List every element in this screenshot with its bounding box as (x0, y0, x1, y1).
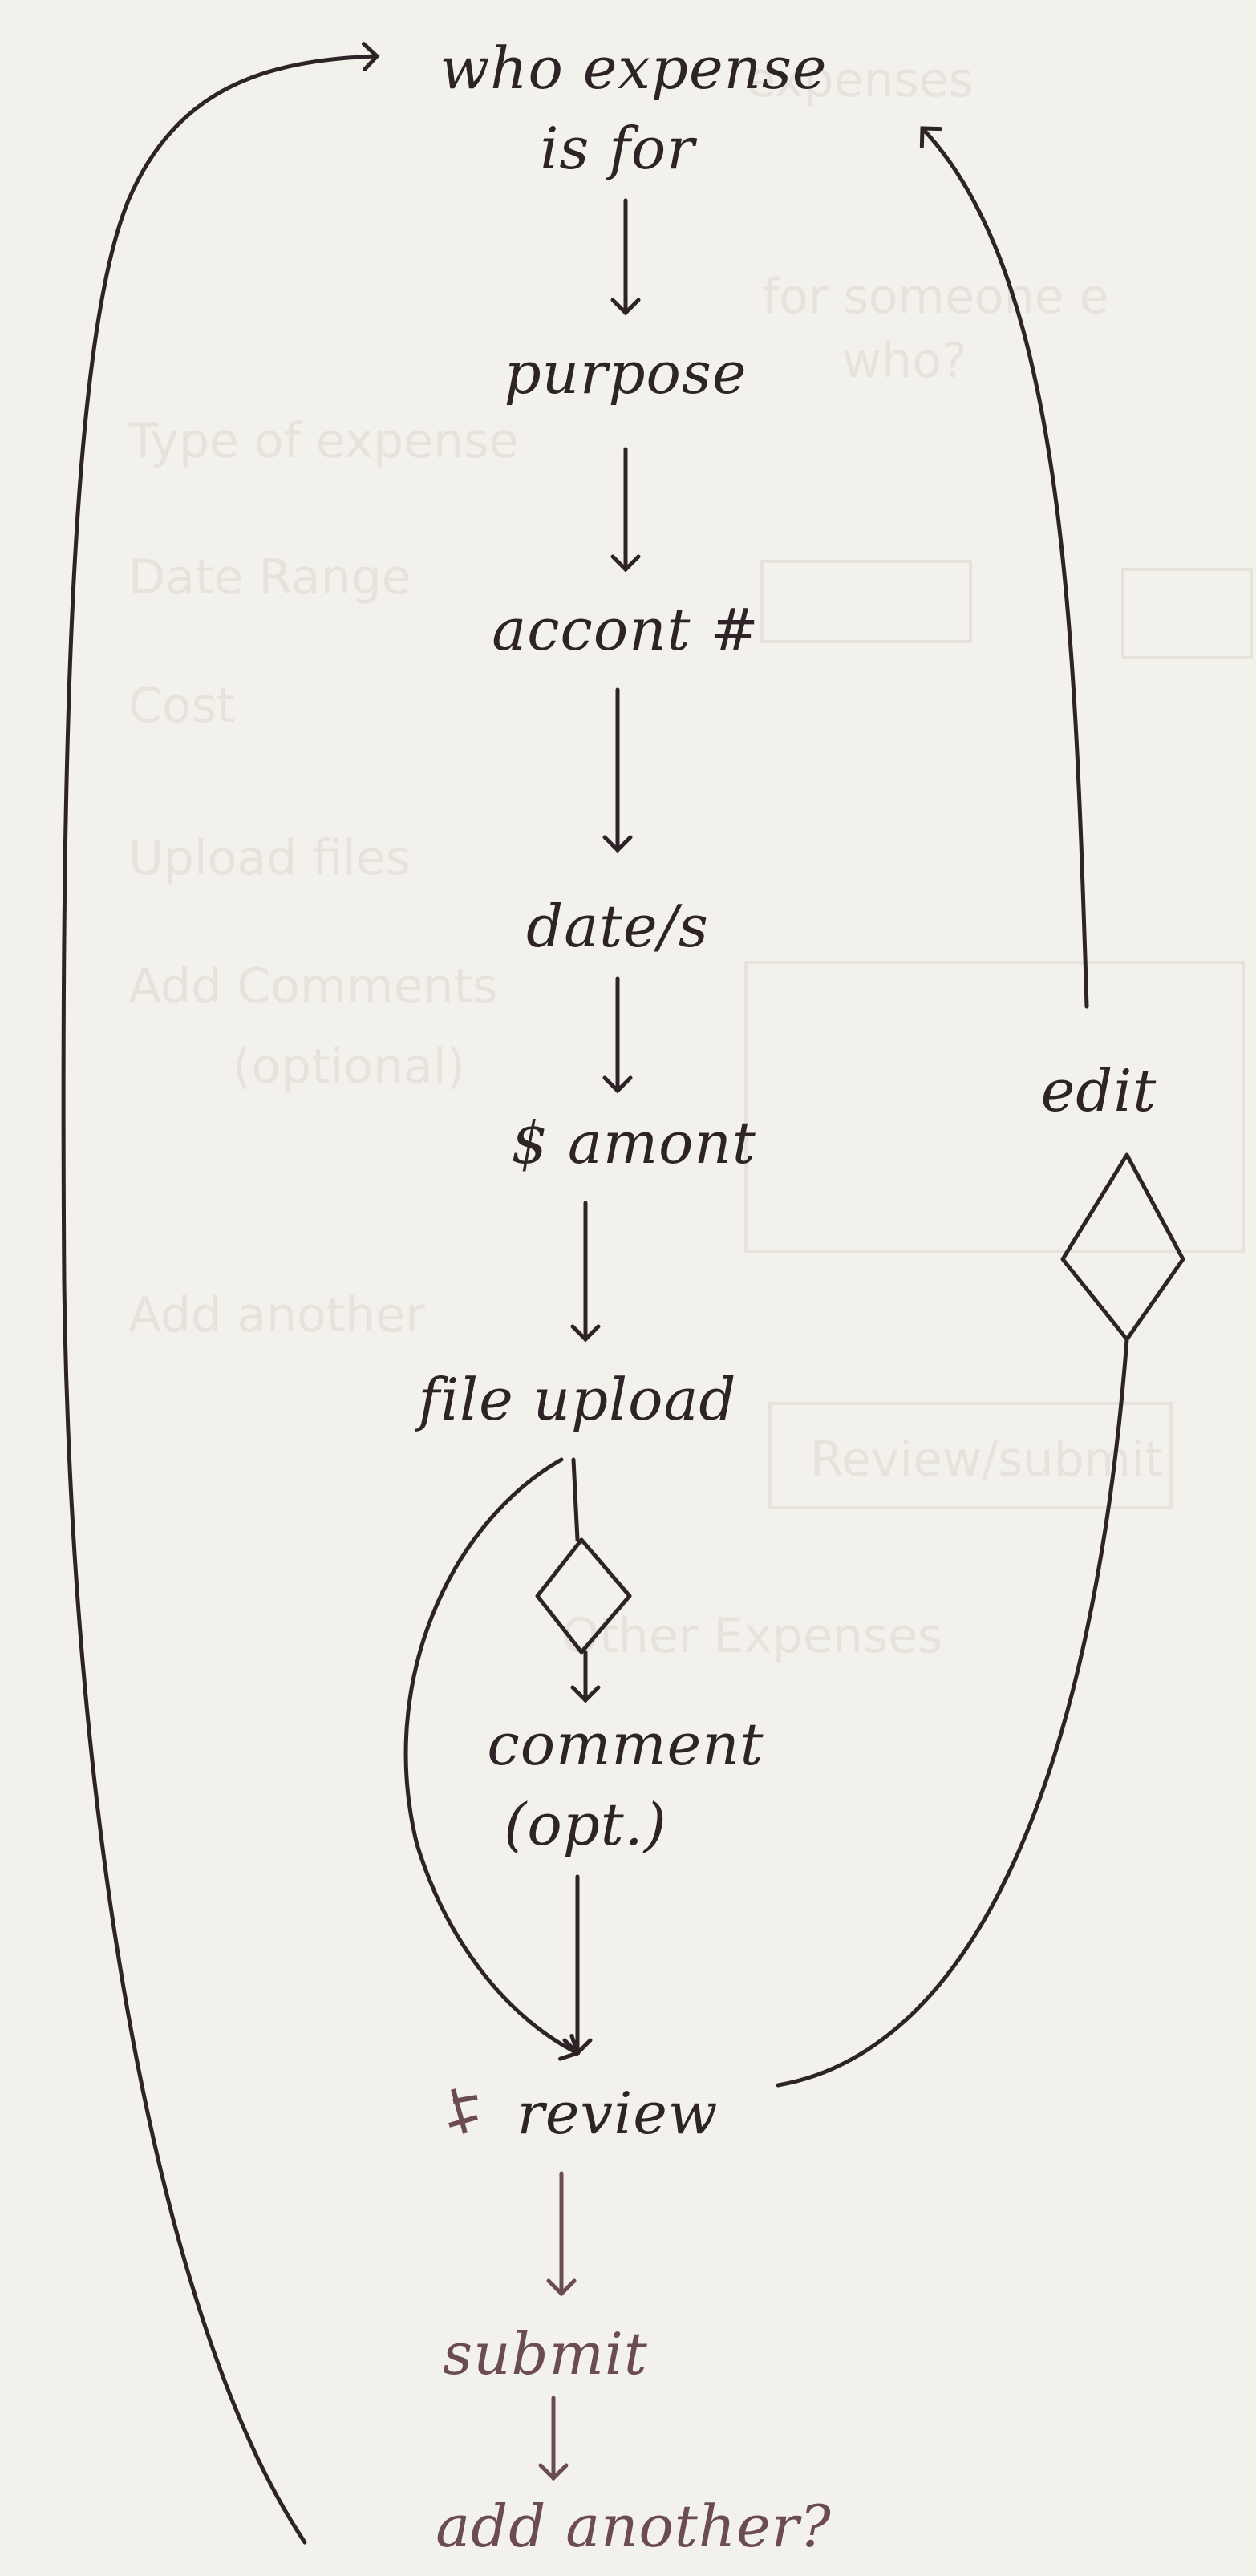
node-review: review (448, 2080, 719, 2147)
node-who-expense-is-for: who expense is for (440, 34, 827, 182)
arrow-upload-skip-to-review (403, 1457, 581, 2061)
node-dates: date/s (526, 893, 709, 960)
node-label: (opt.) (504, 1791, 666, 1858)
scribble-mark (448, 2088, 478, 2134)
ghost-box (760, 560, 972, 643)
node-label: is for (540, 115, 697, 182)
bleed-through-background: expenses for someone e who? Type of expe… (128, 52, 1253, 1664)
ghost-box (768, 1402, 1173, 1509)
ghost-text: Add Comments (128, 958, 497, 1015)
node-label: who expense (440, 34, 827, 102)
ghost-box (1121, 568, 1253, 659)
ghost-text: Date Range (128, 549, 411, 606)
node-submit: submit (443, 2320, 648, 2388)
ghost-text: Review/submit (810, 1432, 1163, 1488)
ghost-text: who? (842, 333, 967, 389)
node-label: comment (487, 1711, 764, 1778)
node-purpose: purpose (504, 339, 748, 407)
ghost-text: Type of expense (128, 413, 518, 469)
ghost-box (744, 961, 1245, 1253)
ghost-text: Cost (128, 678, 235, 734)
ghost-text: expenses (746, 52, 974, 108)
node-account-number: accont # (492, 596, 759, 663)
node-edit: edit (1041, 1057, 1157, 1124)
node-amount: $ amont (511, 1109, 756, 1177)
arrow-edit-to-who (919, 126, 1089, 1009)
node-file-upload: file upload (414, 1366, 736, 1433)
line-upload-to-diamond (571, 1457, 580, 1542)
ghost-text: Upload files (128, 830, 411, 886)
node-add-another: add another? (436, 2493, 832, 2560)
arrow-add-another-to-who (61, 42, 380, 2545)
ghost-text: (optional) (233, 1039, 465, 1095)
node-comment: comment (opt.) (487, 1711, 764, 1858)
node-label: review (517, 2080, 719, 2147)
decision-diamond-upload (535, 1537, 632, 1655)
decision-diamond-review (1060, 1152, 1185, 1342)
ghost-text: for someone e (762, 269, 1109, 325)
line-review-to-edit-diamond (776, 1337, 1129, 2088)
ghost-text: Other Expenses (561, 1608, 942, 1664)
ghost-text: Add another (128, 1287, 425, 1343)
